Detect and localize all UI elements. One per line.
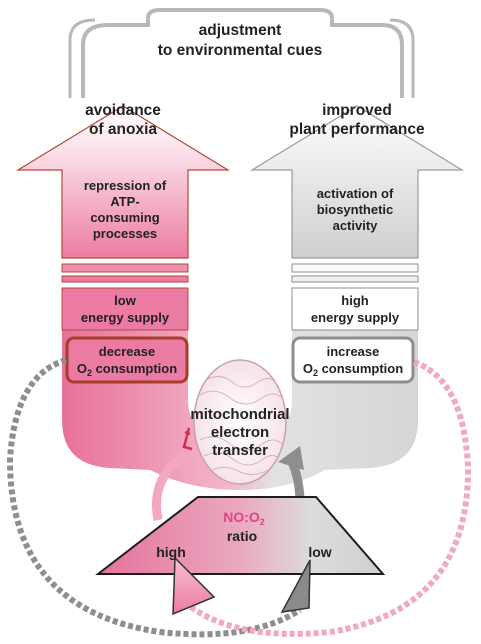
right-stripe-2 [291, 275, 419, 283]
increase-o2-box [291, 336, 415, 384]
left-arrow-text-1: repression of [84, 178, 167, 193]
increase-o2-line1: increase [327, 344, 380, 359]
low-energy-line2: energy supply [81, 310, 170, 325]
ratio-trapezoid [95, 496, 386, 575]
feedback-bracket [81, 8, 404, 98]
left-stripe-1 [61, 263, 189, 273]
ratio-label: ratio [227, 528, 257, 544]
mito-label-3: transfer [212, 442, 268, 459]
left-header-line1: avoidance [85, 102, 161, 119]
high-pointer-icon [172, 556, 216, 616]
right-arrow-text-3: activity [333, 218, 379, 233]
inhibition-icon [182, 427, 193, 451]
left-header-line2: of anoxia [89, 121, 157, 138]
top-label-line1: adjustment [199, 22, 282, 39]
low-energy-box [61, 287, 189, 331]
grey-arrowhead [278, 446, 304, 470]
right-up-arrow [249, 105, 465, 259]
ratio-no-o2: NO:O2 [223, 509, 265, 527]
left-stripe-2 [61, 275, 189, 283]
mito-label-2: electron [211, 424, 269, 441]
right-arrow-text-2: biosynthetic [317, 202, 394, 217]
decrease-o2-box [65, 336, 189, 384]
high-energy-line2: energy supply [311, 310, 400, 325]
low-pointer-icon [280, 559, 311, 613]
high-energy-box [291, 287, 419, 331]
ratio-low-label: low [308, 544, 331, 560]
left-arrow-text-2: ATP- [110, 194, 139, 209]
low-energy-line1: low [114, 293, 137, 308]
left-arrow-text-4: processes [93, 226, 157, 241]
high-energy-line1: high [341, 293, 368, 308]
right-header-line1: improved [322, 102, 392, 119]
decrease-o2-line2: O2 consumption [77, 361, 177, 378]
left-arrow-text-3: consuming [90, 210, 159, 225]
pink-arrow-to-ratio [152, 451, 188, 521]
right-header-line2: plant performance [289, 121, 425, 138]
increase-o2-line2: O2 consumption [303, 361, 403, 378]
mitochondrion-cristae [199, 376, 283, 476]
right-stripe-1 [291, 263, 419, 273]
top-label-line2: to environmental cues [158, 42, 323, 59]
left-up-arrow [15, 105, 231, 259]
pink-dashed-loop [180, 359, 472, 637]
grey-dashed-loop [6, 357, 302, 638]
right-arrow-text-1: activation of [317, 186, 394, 201]
decrease-o2-line1: decrease [99, 344, 155, 359]
mito-label-1: mitochondrial [190, 406, 289, 423]
ratio-high-label: high [156, 544, 186, 560]
